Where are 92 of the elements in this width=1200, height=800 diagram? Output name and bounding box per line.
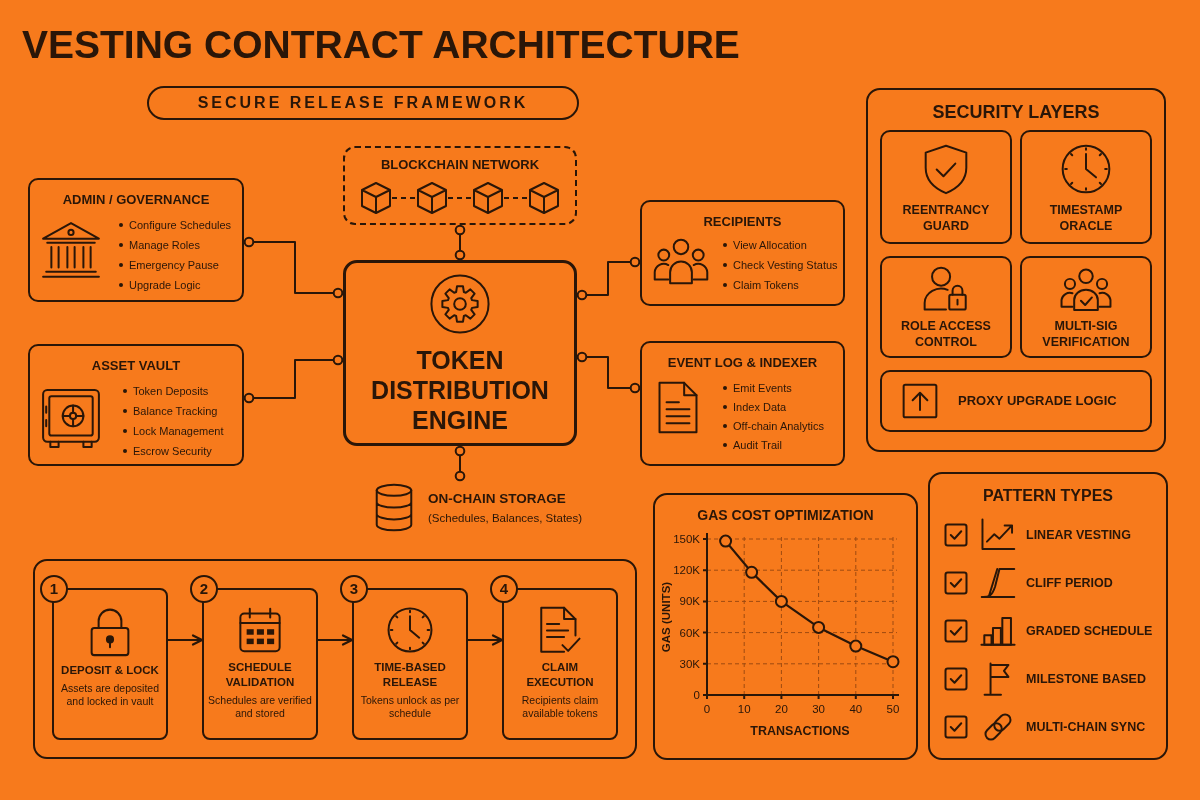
bullet-item: Lock Management — [122, 424, 224, 438]
page-title: VESTING CONTRACT ARCHITECTURE — [22, 22, 740, 68]
storage-note: (Schedules, Balances, States) — [428, 511, 583, 525]
step-description: Assets are deposited and locked in vault — [59, 682, 161, 708]
step-title: CLAIM EXECUTION — [525, 660, 595, 690]
tick-label: 20 — [775, 703, 788, 715]
bullet-item: Emit Events — [722, 381, 792, 395]
tick-label: 10 — [737, 703, 751, 715]
info-card — [640, 341, 845, 466]
security-card — [880, 256, 1012, 358]
pattern-panel — [928, 472, 1168, 760]
bullet-item: Manage Roles — [118, 238, 200, 252]
panel-title: PATTERN TYPES — [982, 486, 1114, 505]
bullet-item: Off-chain Analytics — [722, 419, 824, 433]
step-title: TIME-BASED RELEASE — [373, 660, 447, 690]
network-group — [343, 146, 577, 225]
card-title: ADMIN / GOVERNANCE — [62, 192, 210, 208]
axis-title: TRANSACTIONS — [750, 724, 850, 738]
arrow — [317, 634, 354, 646]
pattern-label: MILESTONE BASED — [1026, 671, 1146, 687]
card-title: EVENT LOG & INDEXER — [667, 355, 818, 371]
info-card — [640, 200, 845, 306]
step-number: 1 — [40, 575, 68, 603]
card-title: ASSET VAULT — [91, 358, 181, 374]
step-description: Recipients claim available tokens — [520, 694, 600, 720]
connector-line — [454, 445, 466, 482]
bullet-item: Check Vesting Status — [722, 258, 838, 272]
chart-panel — [653, 493, 918, 760]
security-card — [880, 130, 1012, 244]
tick-label: 0 — [693, 689, 700, 701]
subtitle-pill — [147, 86, 579, 120]
bullet-item: Escrow Security — [122, 444, 212, 458]
step-number: 4 — [490, 575, 518, 603]
dashed-line — [391, 197, 417, 199]
pattern-label: GRADED SCHEDULE — [1026, 623, 1153, 639]
pattern-label: MULTI-CHAIN SYNC — [1026, 719, 1146, 735]
tick-label: 30 — [812, 703, 825, 715]
step-number: 3 — [340, 575, 368, 603]
card-title: PROXY UPGRADE LOGIC — [958, 393, 1117, 409]
tick-label: 30K — [679, 657, 700, 670]
card-title: TIMESTAMP ORACLE — [1048, 202, 1124, 234]
step-title: DEPOSIT & LOCK — [61, 663, 159, 678]
connector-line — [243, 354, 344, 404]
card-title: REENTRANCY GUARD — [901, 202, 991, 234]
tick-label: 90K — [679, 595, 700, 608]
bullet-item: Balance Tracking — [122, 404, 218, 418]
step-number: 2 — [190, 575, 218, 603]
bullet-item: Upgrade Logic — [118, 278, 201, 292]
step-description: Schedules are verified and stored — [207, 694, 313, 720]
tick-label: 120K — [673, 564, 700, 577]
connector-line — [243, 236, 344, 299]
card-title: RECIPIENTS — [703, 214, 782, 230]
bullet-item: View Allocation — [722, 238, 807, 252]
pattern-label: CLIFF PERIOD — [1026, 575, 1113, 591]
panel-title: SECURITY LAYERS — [932, 102, 1100, 123]
bullet-item: Claim Tokens — [722, 278, 799, 292]
engine-box — [343, 260, 577, 446]
security-card — [880, 370, 1152, 432]
bullet-item: Token Deposits — [122, 384, 209, 398]
engine-title: TOKEN DISTRIBUTION ENGINE — [370, 345, 550, 435]
step-description: Tokens unlock as per schedule — [359, 694, 461, 720]
dashed-line — [447, 197, 473, 199]
arrow — [167, 634, 204, 646]
tick-label: 150K — [673, 533, 700, 545]
tick-label: 0 — [703, 703, 711, 715]
card-title: MULTI-SIG VERIFICATION — [1041, 318, 1131, 350]
info-card — [28, 178, 244, 302]
bullet-item: Audit Trail — [722, 438, 782, 452]
subtitle-text: SECURE RELEASE FRAMEWORK — [197, 94, 529, 112]
arrow — [467, 634, 504, 646]
bullet-item: Index Data — [722, 400, 787, 414]
process-panel — [33, 559, 637, 759]
security-panel — [866, 88, 1166, 452]
bullet-item: Configure Schedules — [118, 218, 232, 232]
bullet-item: Emergency Pause — [118, 258, 219, 272]
tick-label: 60K — [679, 626, 700, 639]
connector-line — [454, 224, 466, 261]
connector-line — [576, 351, 641, 394]
axis-title: GAS (UNITS) — [660, 581, 672, 653]
connector-line — [576, 256, 641, 301]
dashed-line — [503, 197, 529, 199]
card-title: ROLE ACCESS CONTROL — [900, 318, 992, 350]
chart-title: GAS COST OPTIMIZATION — [697, 507, 874, 524]
step-title: SCHEDULE VALIDATION — [224, 660, 296, 690]
storage-title: ON-CHAIN STORAGE — [428, 491, 566, 507]
group-title: BLOCKCHAIN NETWORK — [380, 157, 540, 173]
info-card — [28, 344, 244, 466]
tick-label: 50 — [886, 703, 900, 715]
security-card — [1020, 256, 1152, 358]
tick-label: 40 — [849, 703, 863, 715]
pattern-label: LINEAR VESTING — [1026, 527, 1131, 543]
security-card — [1020, 130, 1152, 244]
